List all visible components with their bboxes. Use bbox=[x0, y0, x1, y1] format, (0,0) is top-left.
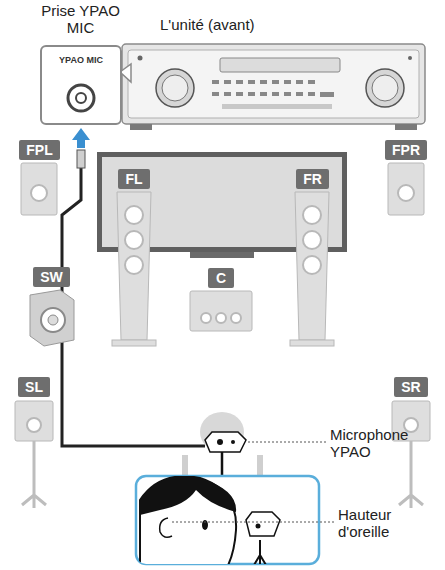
height-note: Hauteur d'oreille bbox=[338, 506, 428, 541]
speaker-tag: FPL bbox=[19, 140, 60, 160]
speaker-label: C bbox=[216, 268, 226, 288]
speaker-tag: FL bbox=[118, 169, 150, 189]
mic-jack bbox=[68, 85, 94, 111]
speaker-label: FL bbox=[125, 169, 142, 189]
speaker-tag: SL bbox=[18, 377, 50, 397]
speaker-label: SL bbox=[25, 377, 43, 397]
insert-arrow bbox=[72, 128, 90, 148]
speaker-tag: C bbox=[208, 268, 234, 288]
speaker-label: FPL bbox=[26, 140, 52, 160]
speaker-tag: SR bbox=[394, 377, 428, 397]
receiver bbox=[122, 44, 425, 130]
speaker-label: FPR bbox=[392, 140, 420, 160]
speaker-tag: FPR bbox=[385, 140, 427, 160]
unit-name: L'unité (avant) bbox=[160, 16, 310, 33]
speaker-tag: FR bbox=[296, 169, 329, 189]
ear-height-inset bbox=[136, 476, 334, 570]
speaker-label: SW bbox=[40, 267, 63, 287]
speaker-tag: SW bbox=[33, 267, 70, 287]
jack-callout: YPAO MIC bbox=[40, 45, 122, 125]
jack-name: Prise YPAO MIC bbox=[33, 2, 128, 37]
speaker-label: SR bbox=[401, 377, 420, 397]
jack-label: YPAO MIC bbox=[42, 55, 120, 65]
speaker-label: FR bbox=[303, 169, 322, 189]
mic-name: Microphone YPAO bbox=[330, 426, 430, 461]
